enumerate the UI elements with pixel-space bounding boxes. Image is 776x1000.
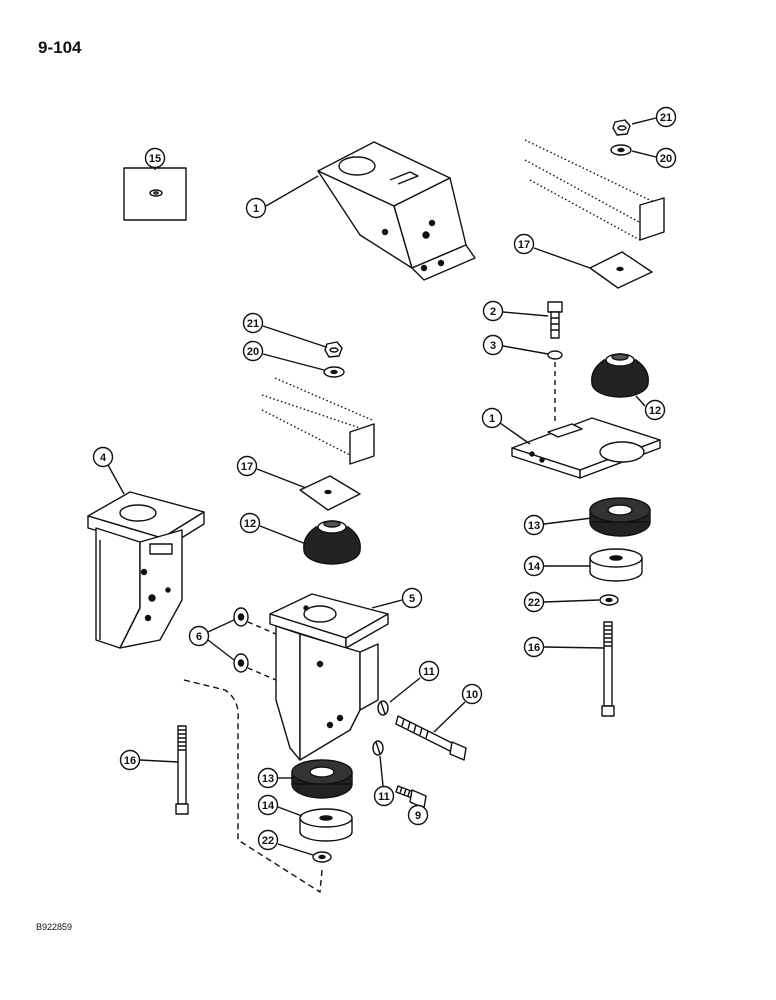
callout-21-b: 21 — [242, 312, 327, 348]
plate-part-17-upper — [589, 251, 653, 289]
callout-13-a: 13 — [523, 514, 593, 536]
callout-21-a: 21 — [631, 106, 677, 128]
rubber-mount-part-12-right — [591, 353, 649, 398]
rubber-mount-part-12-middle — [303, 520, 361, 565]
nut-part-21-top — [612, 119, 631, 136]
nut-part-21-middle — [324, 341, 343, 358]
callout-11-b: 11 — [373, 755, 395, 807]
frame-rail-upper-end — [639, 197, 665, 241]
callout-22-a: 22 — [523, 591, 600, 613]
callout-label: 11 — [423, 666, 435, 678]
frame-rail-middle-end — [349, 423, 375, 465]
bracket-part-1-upper — [317, 141, 476, 281]
bolt-part-10 — [395, 715, 467, 761]
callout-16-a: 16 — [523, 636, 605, 658]
dashed-guide-loop — [183, 679, 323, 893]
callout-1-a: 1 — [245, 175, 319, 219]
callout-label: 20 — [660, 153, 672, 165]
callout-label: 22 — [528, 597, 540, 609]
callout-20-a: 20 — [631, 147, 677, 169]
spacer-part-14-right — [589, 548, 643, 582]
washer-part-6-upper — [233, 607, 249, 627]
frame-rail-middle — [261, 377, 373, 456]
callout-15: 15 — [144, 147, 166, 170]
callout-label: 13 — [262, 773, 274, 785]
bolt-part-2 — [547, 301, 563, 339]
callout-label: 6 — [196, 631, 202, 643]
lock-washer-part-11-upper — [377, 700, 389, 716]
rubber-mount-part-13-right — [589, 497, 651, 537]
plate-part-17-middle — [299, 475, 361, 511]
callout-label: 21 — [660, 112, 672, 124]
callout-label: 12 — [244, 518, 256, 530]
washer-part-6-lower — [233, 653, 249, 673]
callout-label: 14 — [262, 800, 275, 812]
support-part-4 — [87, 491, 205, 649]
washer-part-20-top — [610, 144, 632, 156]
callout-22-b: 22 — [257, 829, 314, 856]
callout-label: 15 — [149, 153, 161, 165]
callout-label: 5 — [409, 593, 415, 605]
callout-label: 3 — [490, 340, 496, 352]
callout-label: 17 — [241, 461, 253, 473]
callout-1-b: 1 — [481, 407, 531, 445]
callout-14-a: 14 — [523, 555, 590, 577]
callout-label: 14 — [528, 561, 541, 573]
callout-20-b: 20 — [242, 340, 325, 371]
callout-6: 6 — [188, 619, 235, 661]
lock-washer-part-11-lower — [372, 740, 384, 756]
callout-12-a: 12 — [635, 395, 666, 421]
bolt-part-16-right — [601, 621, 615, 717]
support-part-5 — [269, 593, 389, 761]
callout-17-a: 17 — [513, 233, 591, 269]
callout-label: 11 — [378, 791, 390, 803]
callout-label: 22 — [262, 835, 274, 847]
page-number: 9-104 — [38, 38, 82, 57]
callout-label: 16 — [528, 642, 540, 654]
callout-10: 10 — [433, 683, 483, 733]
callout-4: 4 — [92, 446, 125, 495]
washer-part-22-lower — [312, 851, 332, 863]
callout-label: 9 — [415, 810, 421, 822]
callout-2: 2 — [482, 300, 549, 322]
callout-label: 21 — [247, 318, 259, 330]
callout-label: 13 — [528, 520, 540, 532]
callout-label: 4 — [100, 452, 107, 464]
callout-label: 2 — [490, 306, 496, 318]
callout-16-b: 16 — [119, 749, 179, 771]
callout-label: 20 — [247, 346, 259, 358]
callout-11-a: 11 — [389, 660, 440, 703]
callout-12-b: 12 — [239, 512, 307, 545]
figure-code: B922859 — [36, 922, 73, 932]
callout-label: 17 — [518, 239, 530, 251]
bolt-part-9 — [395, 785, 427, 809]
washer-part-20-middle — [323, 366, 345, 378]
callout-label: 12 — [649, 405, 661, 417]
bolt-part-16-left — [175, 725, 189, 815]
callout-label: 10 — [466, 689, 478, 701]
callout-label: 16 — [124, 755, 136, 767]
rubber-mount-part-13-lower — [291, 759, 353, 799]
callout-3: 3 — [482, 334, 549, 356]
washer-part-22-right — [599, 594, 619, 606]
callout-label: 1 — [489, 413, 495, 425]
callout-5: 5 — [371, 587, 423, 609]
spacer-part-14-lower — [299, 808, 353, 842]
callout-9: 9 — [407, 804, 429, 826]
plate-part-15 — [123, 167, 187, 221]
washer-part-3 — [547, 350, 563, 360]
callout-label: 1 — [253, 203, 259, 215]
callout-13-b: 13 — [257, 767, 294, 789]
callout-17-b: 17 — [236, 455, 307, 489]
callout-14-b: 14 — [257, 794, 303, 817]
bracket-part-1-lower — [511, 417, 661, 479]
